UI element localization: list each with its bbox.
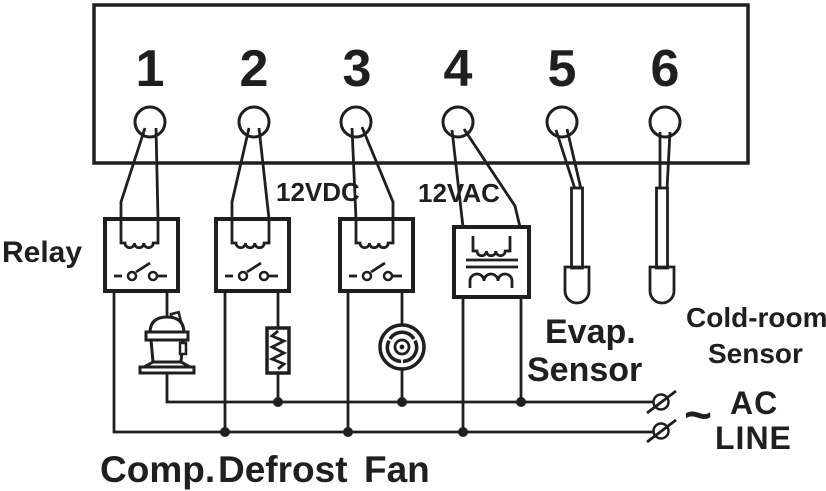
wire-t4-right [462, 128, 522, 228]
compressor-symbol [138, 310, 196, 375]
terminal-2-circle [237, 105, 271, 139]
cold-room-label-2: Sensor [708, 338, 803, 369]
ac-supply-label: 12VAC [418, 178, 500, 208]
wire-t2-left [230, 127, 251, 219]
controller-box [92, 3, 750, 165]
wire-t1-left [119, 127, 147, 219]
terminal-4-number: 4 [444, 40, 473, 98]
fan-rim [378, 323, 426, 371]
evap-sensor-label-1: Evap. [545, 313, 636, 351]
relay-1-switch-blade [135, 261, 151, 274]
wire-t4-left [450, 129, 465, 228]
terminal-5-number: 5 [548, 40, 577, 98]
ac-terminal-top-slash [646, 389, 677, 415]
terminal-circles [133, 105, 682, 139]
fan-symbol [378, 323, 426, 371]
defrost-label: Defrost [218, 449, 348, 490]
terminal-6-number: 6 [651, 40, 680, 98]
fan-hub [393, 338, 411, 356]
junction-relay2-lower-bus [220, 427, 230, 437]
ac-line-terminals [646, 389, 677, 444]
fan-blade-right [402, 339, 419, 364]
transformer-box [452, 225, 531, 299]
compressor-label: Comp. [100, 449, 215, 490]
junction-relay3-lower-bus [343, 427, 353, 437]
ac-line-label-1: AC [730, 385, 778, 421]
compressor-side-tab [178, 341, 188, 356]
relay-1-contact-left [126, 270, 138, 282]
fan-label: Fan [364, 449, 430, 490]
cold-room-label-1: Cold-room [686, 302, 826, 333]
transformer-secondary-coil [468, 272, 514, 288]
relay-1-coil [119, 219, 160, 250]
terminal-wires [119, 126, 672, 228]
ac-tilde-symbol: ~ [684, 389, 712, 442]
relay-3-contact-right [382, 270, 394, 282]
cold-room-sensor-symbol [648, 186, 676, 305]
terminal-6-circle [648, 105, 682, 139]
terminal-4-circle [441, 105, 475, 139]
junction-defrost-upper-bus [273, 397, 283, 407]
wire-t3-left [350, 127, 358, 220]
terminal-3-circle [339, 105, 373, 139]
relay-3 [338, 217, 415, 293]
junction-fan-upper-bus [397, 397, 407, 407]
relay-3-coil [354, 219, 395, 250]
relay-2-contact-right [258, 270, 270, 282]
evap-sensor-stem [570, 186, 584, 270]
wire-t3-right [360, 126, 395, 219]
cold-room-sensor-stem [655, 186, 669, 270]
dc-supply-label: 12VDC [276, 177, 360, 207]
terminal-1-circle [133, 105, 167, 139]
transformer-symbol [452, 225, 531, 299]
compressor-body [149, 338, 185, 364]
relay-2-contact-left [237, 270, 249, 282]
fan-hub-center [399, 344, 405, 350]
relay-1-contact-right [147, 270, 159, 282]
junction-transformer-lower-bus [458, 427, 468, 437]
relay-2-coil [230, 219, 271, 250]
relay-2 [214, 217, 291, 293]
fan-blade-top [388, 330, 416, 341]
wire-t1-right [154, 127, 160, 220]
terminal-numbers: 1 2 3 4 5 6 [136, 40, 680, 98]
wire-t2-right [257, 127, 271, 220]
upper-bus [165, 372, 653, 404]
terminal-5-circle [545, 105, 579, 139]
cold-room-sensor-bulb [648, 265, 676, 305]
defrost-heater-element [268, 329, 288, 371]
transformer-primary-coil [471, 236, 512, 258]
relay-2-box [214, 217, 291, 293]
relay-label: Relay [2, 236, 82, 269]
defrost-heater-box [265, 326, 291, 375]
wire-t5-right [565, 128, 583, 190]
relay-1-box [103, 217, 180, 293]
terminal-3-number: 3 [343, 40, 372, 98]
evap-sensor-symbol [563, 186, 591, 305]
relay-3-box [338, 217, 415, 293]
relay-3-switch-blade [370, 261, 386, 274]
relay-2-switch-blade [246, 261, 262, 274]
evap-sensor-bulb [563, 265, 591, 305]
ac-line-label-2: LINE [715, 420, 792, 456]
junction-transformer-upper-bus [516, 397, 526, 407]
diagram-labels: Relay 12VDC 12VAC Evap. Sensor Cold-room… [2, 177, 826, 490]
compressor-base-plate [138, 365, 196, 375]
wire-t5-left [554, 129, 577, 190]
evap-sensor-label-2: Sensor [527, 351, 642, 389]
lower-bus [112, 276, 653, 434]
relay-3-contact-left [361, 270, 373, 282]
defrost-heater-symbol [265, 326, 291, 375]
terminal-2-number: 2 [240, 40, 269, 98]
relay-1 [103, 217, 180, 293]
ac-terminal-bottom-slash [646, 418, 677, 444]
wire-t6-right [665, 131, 672, 190]
compressor-dome [148, 315, 186, 335]
junction-dots [220, 397, 526, 437]
fan-blade-left [385, 339, 402, 364]
terminal-1-number: 1 [136, 40, 165, 98]
